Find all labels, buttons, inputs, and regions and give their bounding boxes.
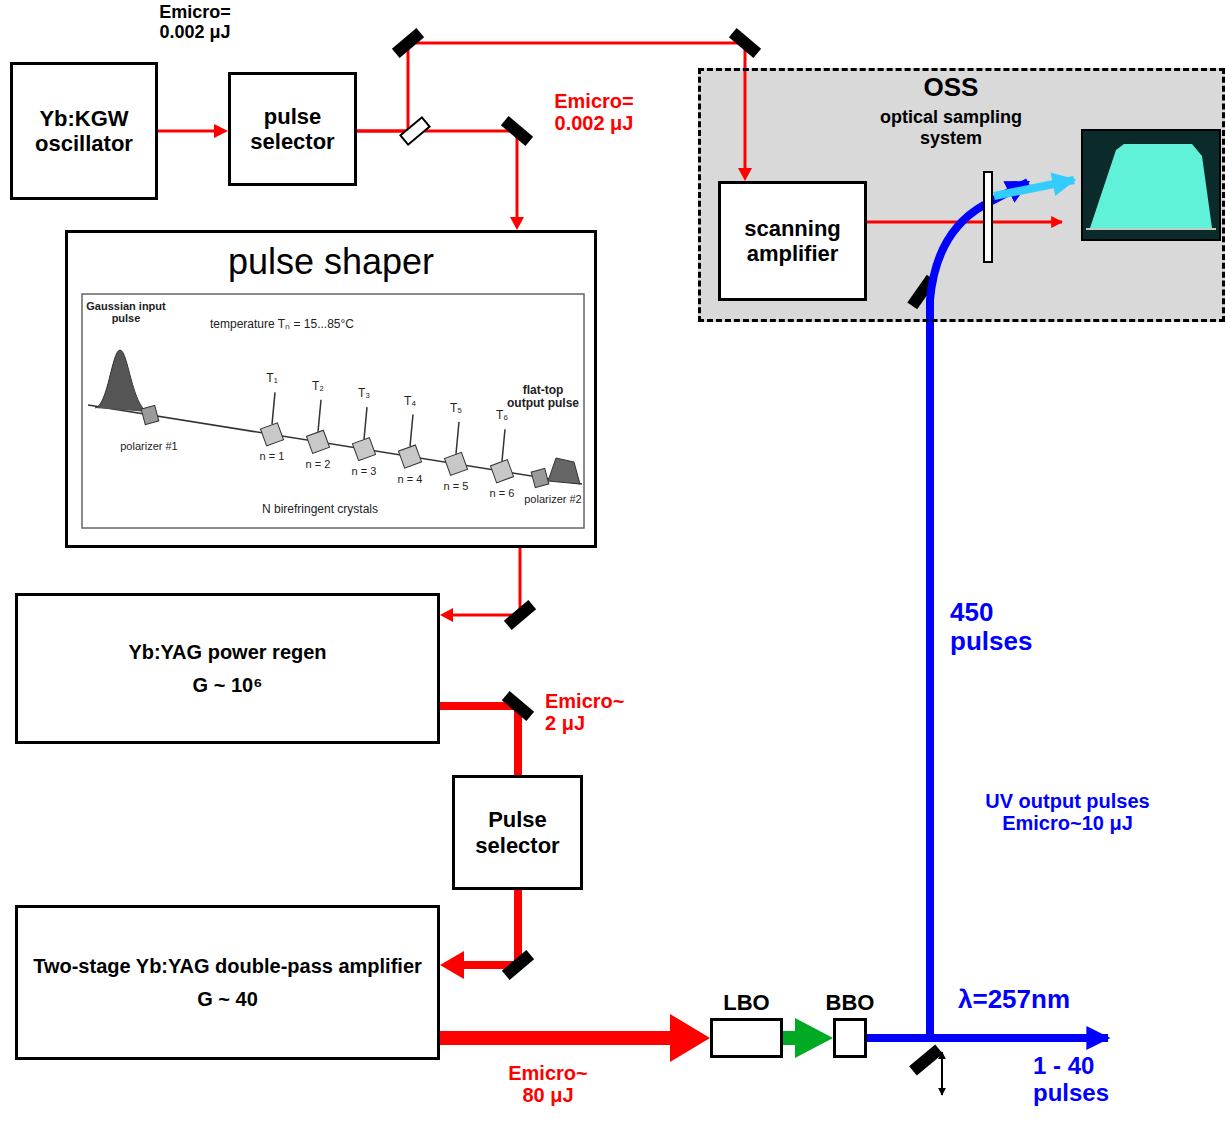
illustration-label: n = 4 xyxy=(390,473,430,485)
illustration-label: polarizer #1 xyxy=(118,440,180,452)
crystal-box: LBO xyxy=(710,1018,783,1058)
arrow-head xyxy=(670,1014,710,1062)
translation-arrow xyxy=(941,1052,943,1095)
pulse-shaper-illustration xyxy=(82,294,584,528)
beam-annotation: 450 pulses xyxy=(950,598,1070,656)
dashed-region: OSS optical sampling system scanning ampli… xyxy=(698,68,1225,322)
uv-sample-beam xyxy=(930,182,1028,322)
crystal-box: BBO xyxy=(833,1018,867,1058)
beam-line xyxy=(440,1031,670,1045)
beam-line xyxy=(867,322,930,1038)
beam-annotation: Emicro~ 80 μJ xyxy=(498,1062,598,1107)
arrow-head xyxy=(440,951,464,979)
oss-ground xyxy=(698,68,1225,322)
illustration-label: n = 1 xyxy=(252,450,292,462)
beam-line xyxy=(158,130,214,133)
beam-line xyxy=(453,548,520,615)
beam-annotation: 1 - 40 pulses xyxy=(1033,1053,1128,1107)
process-box: Two-stage Yb:YAG double-pass amplifier G … xyxy=(15,905,440,1060)
mixing-crystal xyxy=(984,172,992,262)
scope-screen xyxy=(1082,130,1220,240)
arrow-head xyxy=(440,608,453,622)
arrow-head xyxy=(795,1018,833,1058)
beam-connector xyxy=(158,124,228,138)
box-detail: optical sampling system xyxy=(861,107,1041,148)
box-title: BBO xyxy=(826,990,875,1015)
illustration-label: n = 5 xyxy=(436,480,476,492)
beam-connector xyxy=(783,1018,833,1058)
illustration-label: T₂ xyxy=(304,380,332,393)
illustration-label: n = 3 xyxy=(344,465,384,477)
box-detail: G ~ 40 xyxy=(197,988,258,1011)
illustration-label: n = 2 xyxy=(298,458,338,470)
beam-connector xyxy=(440,548,520,622)
beam-line xyxy=(783,1031,795,1045)
box-title: Two-stage Yb:YAG double-pass amplifier xyxy=(33,955,422,978)
sampling-beam xyxy=(867,221,1062,224)
arrow-head xyxy=(214,124,228,138)
illustration-label: flat-top output pulse xyxy=(505,384,581,411)
process-box: pulse selector xyxy=(228,72,357,186)
illustration-label: T₅ xyxy=(442,402,470,415)
illustration-label: T₆ xyxy=(488,409,516,422)
arrow-head xyxy=(510,217,524,230)
illustration-label: polarizer #2 xyxy=(524,493,582,505)
beam-connector xyxy=(357,43,752,181)
process-box: Yb:KGW oscillator xyxy=(10,62,158,200)
beam-annotation: UV output pulses Emicro~10 μJ xyxy=(965,790,1170,835)
beam-connector xyxy=(867,322,930,1038)
beam-connector xyxy=(440,706,518,775)
illustration-label: T₁ xyxy=(258,372,286,385)
beam-annotation: Emicro= 0.002 μJ xyxy=(538,90,650,135)
illustration-label: T₄ xyxy=(396,395,424,408)
beam-line xyxy=(440,706,518,775)
box-detail: G ~ 10⁶ xyxy=(193,674,263,697)
beam-line xyxy=(357,131,517,217)
uv-output-beam xyxy=(867,1034,1108,1042)
beam-connector xyxy=(440,1014,710,1062)
box-title: LBO xyxy=(723,990,769,1015)
box-title: Pulse selector xyxy=(461,807,574,858)
illustration-label: n = 6 xyxy=(482,487,522,499)
beam-line xyxy=(357,43,745,168)
arrow-head xyxy=(738,168,752,181)
box-title: Yb:KGW oscillator xyxy=(19,106,149,157)
illustration-label: N birefringent crystals xyxy=(262,503,462,516)
process-box: Yb:YAG power regen G ~ 10⁶ xyxy=(15,593,440,744)
process-box: pulse shaper xyxy=(65,230,597,548)
beam-annotation: Emicro~ 2 μJ xyxy=(545,690,640,735)
beam-connector xyxy=(357,131,524,230)
box-title: pulse shaper xyxy=(68,241,594,282)
illustration-label: T₃ xyxy=(350,387,378,400)
beam-annotation: λ=257nm xyxy=(958,985,1128,1014)
box-title: pulse selector xyxy=(237,104,348,155)
beam-splitter xyxy=(400,117,429,144)
box-title: Yb:YAG power regen xyxy=(128,641,326,664)
beam-annotation: Emicro= 0.002 μJ xyxy=(145,2,245,42)
process-box: Pulse selector xyxy=(452,775,583,890)
illustration-label: Gaussian input pulse xyxy=(86,300,166,325)
box-title: OSS xyxy=(841,73,1061,103)
box-title: scanning amplifier xyxy=(727,216,858,267)
process-box: scanning amplifier xyxy=(718,181,867,301)
beam-connector xyxy=(440,890,518,979)
mirror xyxy=(392,28,943,1075)
illustration-label: temperature Tₙ = 15...85°C xyxy=(210,318,420,331)
mixed-beam xyxy=(994,180,1074,196)
beam-line xyxy=(464,890,518,965)
